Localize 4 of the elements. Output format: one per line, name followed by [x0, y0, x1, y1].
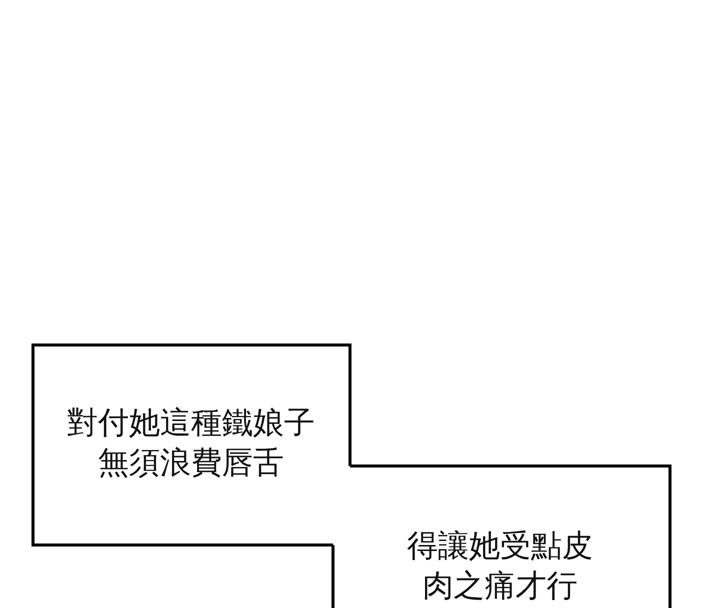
caption-text: 得讓她受點皮肉之痛才行: [406, 527, 594, 606]
caption-box: [33, 345, 350, 545]
caption-text: 對付她這種鐵娘子無須浪費唇舌: [66, 404, 316, 483]
caption-box: [333, 466, 670, 608]
